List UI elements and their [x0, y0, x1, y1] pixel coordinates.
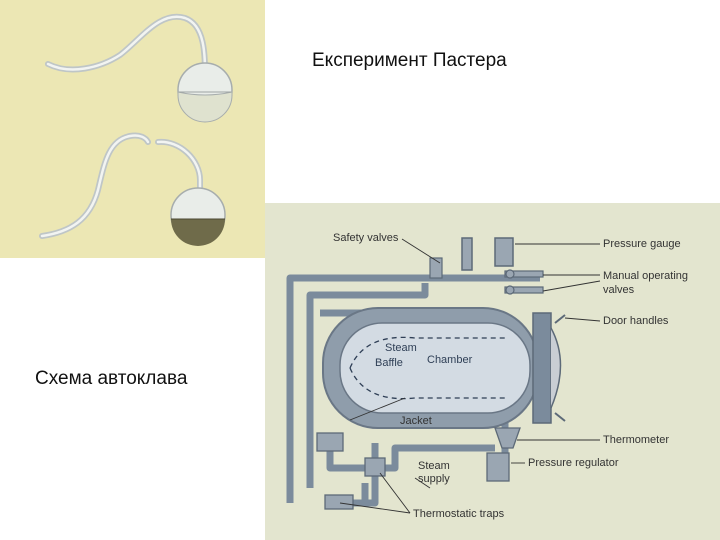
- pasteur-experiment-title: Експеримент Пастера: [312, 50, 507, 71]
- label-thermometer: Thermometer: [603, 434, 669, 446]
- label-manual-operating: Manual operating: [603, 270, 688, 282]
- swan-neck-flasks-drawing: [39, 13, 233, 246]
- top-flask-neck: [45, 13, 208, 79]
- pressure-regulator: [486, 452, 510, 482]
- bottom-flask-neck: [155, 138, 203, 198]
- pasteur-flask-illustration: [0, 0, 265, 258]
- safety-valve: [461, 237, 473, 271]
- label-thermostatic-traps: Thermostatic traps: [413, 508, 505, 520]
- pressure-gauge: [494, 237, 514, 267]
- thermometer: [494, 427, 521, 449]
- label-inner-baffle: Baffle: [375, 357, 403, 369]
- autoclave-diagram: Safety valves Pressure gauge Manual oper…: [265, 203, 720, 540]
- thermostatic-trap-1: [316, 432, 344, 452]
- label-jacket: Jacket: [400, 415, 432, 427]
- label-supply: supply: [418, 473, 450, 485]
- autoclave-scheme-title: Схема автоклава: [35, 368, 188, 389]
- door: [532, 312, 552, 424]
- label-pressure-regulator: Pressure regulator: [528, 457, 619, 469]
- label-steam: Steam: [418, 460, 450, 472]
- label-pressure-gauge: Pressure gauge: [603, 238, 681, 250]
- label-valves: valves: [603, 284, 635, 296]
- chamber-inner: [339, 322, 531, 414]
- autoclave-schematic: Safety valves Pressure gauge Manual oper…: [286, 232, 688, 520]
- leader-lines: [339, 238, 601, 514]
- label-door-handles: Door handles: [603, 315, 669, 327]
- label-inner-chamber: Chamber: [427, 354, 473, 366]
- manual-valves: [504, 269, 544, 295]
- bottom-flask-broken-neck: [39, 132, 151, 239]
- label-safety-valves: Safety valves: [333, 232, 399, 244]
- thermostatic-trap-2: [364, 457, 386, 477]
- label-inner-steam: Steam: [385, 342, 417, 354]
